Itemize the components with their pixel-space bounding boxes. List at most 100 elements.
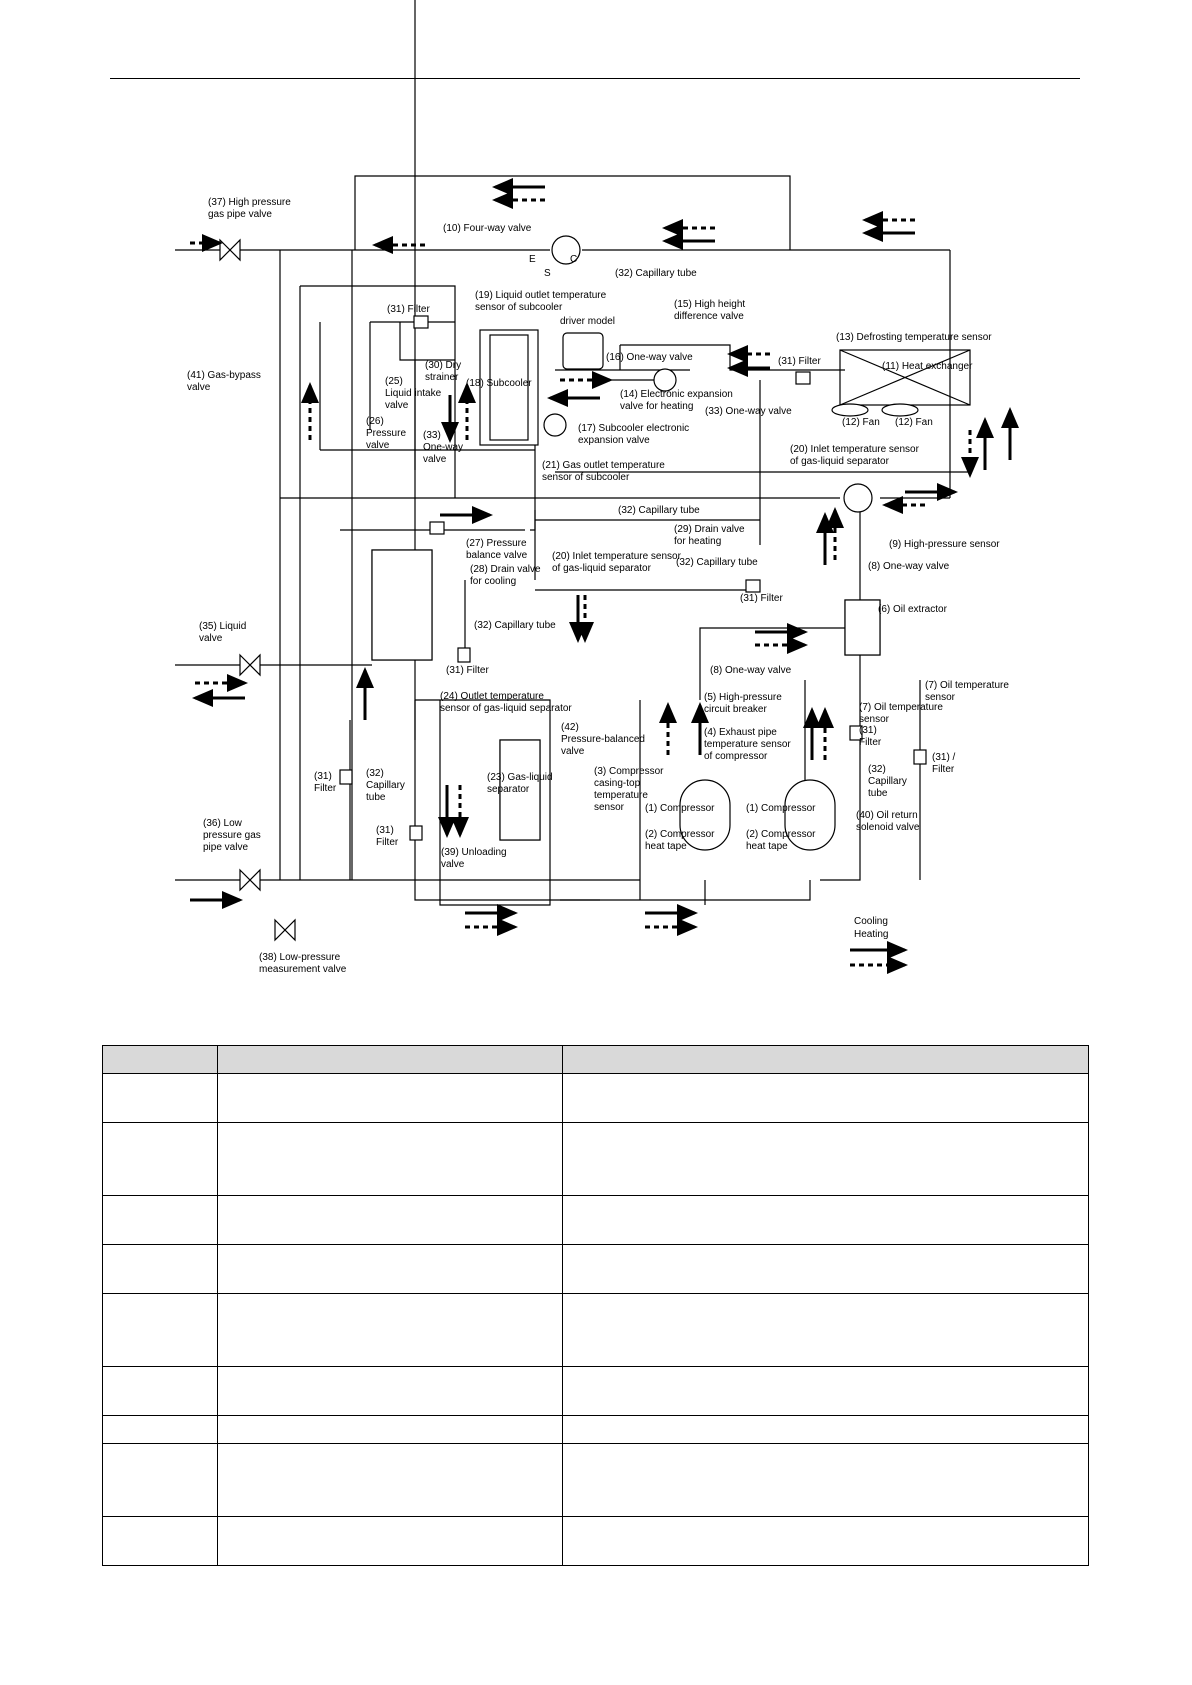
label-line: valve: [199, 633, 223, 644]
label-line: (12) Fan: [895, 417, 933, 428]
label-line: (32) Capillary tube: [618, 505, 700, 516]
label-filter31f: (31)Filter: [314, 771, 337, 794]
label-heating: Heating: [854, 929, 888, 940]
label-filter31d: (31) Filter: [446, 665, 489, 676]
label-line: (7) Oil temperature: [925, 680, 1009, 691]
label-line: (30) Dry: [425, 360, 461, 371]
label-cap32b: (32) Capillary tube: [618, 505, 700, 516]
label-line: (4) Exhaust pipe: [704, 727, 777, 738]
label-hx: (11) Heat exchanger: [882, 361, 973, 372]
label-c: C: [570, 254, 577, 265]
label-line: S: [544, 268, 551, 279]
components: [219, 235, 927, 942]
label-line: Filter: [314, 783, 337, 794]
fan-icon: [881, 403, 919, 417]
label-line: valve: [385, 400, 409, 411]
label-line: measurement valve: [259, 964, 347, 975]
label-line: (13) Defrosting temperature sensor: [836, 332, 992, 343]
label-line: (2) Compressor: [645, 829, 715, 840]
label-line: (2) Compressor: [746, 829, 816, 840]
label-line: valve: [187, 382, 211, 393]
label-hp-sensor: (9) High-pressure sensor: [889, 539, 1000, 550]
label-line: (5) High-pressure: [704, 692, 782, 703]
label-oneway8b: (8) One-way valve: [710, 665, 792, 676]
label-line: circuit breaker: [704, 704, 767, 715]
table-row: [102, 1366, 1089, 1416]
label-line: Filter: [376, 837, 399, 848]
label-cap32d: (32) Capillary tube: [474, 620, 556, 631]
fan-icon: [831, 403, 869, 417]
label-line: C: [570, 254, 577, 265]
label-filter31b: (31) Filter: [778, 356, 821, 367]
label-line: (38) Low-pressure: [259, 952, 341, 963]
label-line: One-way: [423, 442, 463, 453]
label-line: (31): [376, 825, 394, 836]
label-line: gas pipe valve: [208, 209, 272, 220]
label-line: Capillary: [868, 776, 907, 787]
filter-icon: [429, 521, 445, 535]
label-line: Cooling: [854, 916, 888, 927]
label-line: separator: [487, 784, 530, 795]
label-line: strainer: [425, 372, 459, 383]
label-subcooler: (18) Subcooler: [466, 378, 532, 389]
table-header-cell: [102, 1045, 218, 1074]
valve-icon: [274, 918, 296, 942]
valve-icon: [239, 653, 261, 677]
filter-icon: [849, 725, 863, 741]
label-line: Capillary: [366, 780, 405, 791]
filter-icon: [795, 371, 811, 385]
label-line: (28) Drain valve: [470, 564, 541, 575]
label-line: Heating: [854, 929, 888, 940]
table-row: [102, 1073, 1089, 1123]
label-line: (42): [561, 722, 579, 733]
label-line: Filter: [932, 764, 955, 775]
label-e: E: [529, 254, 536, 265]
label-line: (20) Inlet temperature sensor: [790, 444, 920, 455]
label-line: valve: [441, 859, 465, 870]
filter-icon: [457, 647, 471, 663]
label-s: S: [544, 268, 551, 279]
label-line: of gas-liquid separator: [790, 456, 890, 467]
valve-icon: [219, 238, 241, 262]
label-cap32c: (32) Capillary tube: [676, 557, 758, 568]
label-line: (25): [385, 376, 403, 387]
label-line: sensor of gas-liquid separator: [440, 703, 572, 714]
label-filter31h: (31)Filter: [376, 825, 399, 848]
label-line: of gas-liquid separator: [552, 563, 652, 574]
label-line: valve: [561, 746, 585, 757]
label-four-way: (10) Four-way valve: [443, 223, 532, 234]
label-line: Filter: [859, 737, 882, 748]
label-line: driver model: [560, 316, 615, 327]
label-line: (33) One-way valve: [705, 406, 792, 417]
label-line: (16) One-way valve: [606, 352, 693, 363]
label-line: (35) Liquid: [199, 621, 246, 632]
label-line: expansion valve: [578, 435, 650, 446]
filter-icon: [409, 825, 423, 841]
label-line: (10) Four-way valve: [443, 223, 532, 234]
four-way-valve-icon: [551, 235, 581, 265]
label-filter31a: (31) Filter: [387, 304, 430, 315]
label-fan1: (12) Fan: [842, 417, 880, 428]
label-line: sensor of subcooler: [475, 302, 563, 313]
table-row: [102, 1195, 1089, 1245]
label-line: pipe valve: [203, 842, 248, 853]
label-line: Pressure: [366, 428, 406, 439]
label-line: (32): [366, 768, 384, 779]
label-line: (32) Capillary tube: [676, 557, 758, 568]
